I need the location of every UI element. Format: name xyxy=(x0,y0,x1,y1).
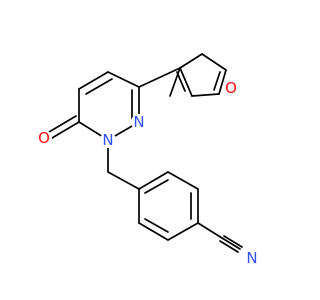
atom-N-ring-lower: N xyxy=(100,131,116,149)
bond xyxy=(107,71,140,88)
bond xyxy=(138,67,181,88)
bond xyxy=(167,171,199,190)
nitrile-bond xyxy=(197,222,223,239)
bond xyxy=(167,222,199,241)
bond xyxy=(191,93,220,97)
benzene-ring xyxy=(138,171,199,241)
bond xyxy=(144,179,169,194)
atom-N-nitrile: N xyxy=(244,249,260,267)
bond xyxy=(169,67,181,97)
bond xyxy=(85,78,113,95)
bond xyxy=(144,218,169,233)
svg-text:N: N xyxy=(246,249,257,267)
bond xyxy=(218,69,227,95)
carbonyl-bond xyxy=(51,121,80,139)
nitrile-bond xyxy=(223,235,243,248)
furan-ring xyxy=(169,53,227,97)
atom-O-furan: O xyxy=(223,79,239,97)
bond xyxy=(179,67,193,97)
bond xyxy=(138,171,169,190)
bond xyxy=(179,53,203,69)
atom-N-ring-upper: N xyxy=(131,113,147,131)
bond xyxy=(107,171,140,190)
structure-canvas: O O N N N xyxy=(36,53,260,267)
nitrile-bond xyxy=(221,237,241,250)
carbonyl-bond xyxy=(48,115,77,133)
bond xyxy=(78,71,109,90)
nitrile-bond xyxy=(219,240,239,253)
svg-text:O: O xyxy=(225,79,237,97)
svg-text:N: N xyxy=(102,131,113,149)
svg-text:O: O xyxy=(38,129,50,147)
svg-text:N: N xyxy=(133,113,144,131)
molecule-drawing: O O N N N xyxy=(36,53,260,267)
bond xyxy=(213,71,221,91)
bond xyxy=(176,71,186,92)
bond xyxy=(201,53,227,71)
atom-O-carbonyl: O xyxy=(36,129,52,147)
bond xyxy=(138,222,169,241)
pyridazinone-ring xyxy=(78,71,140,141)
